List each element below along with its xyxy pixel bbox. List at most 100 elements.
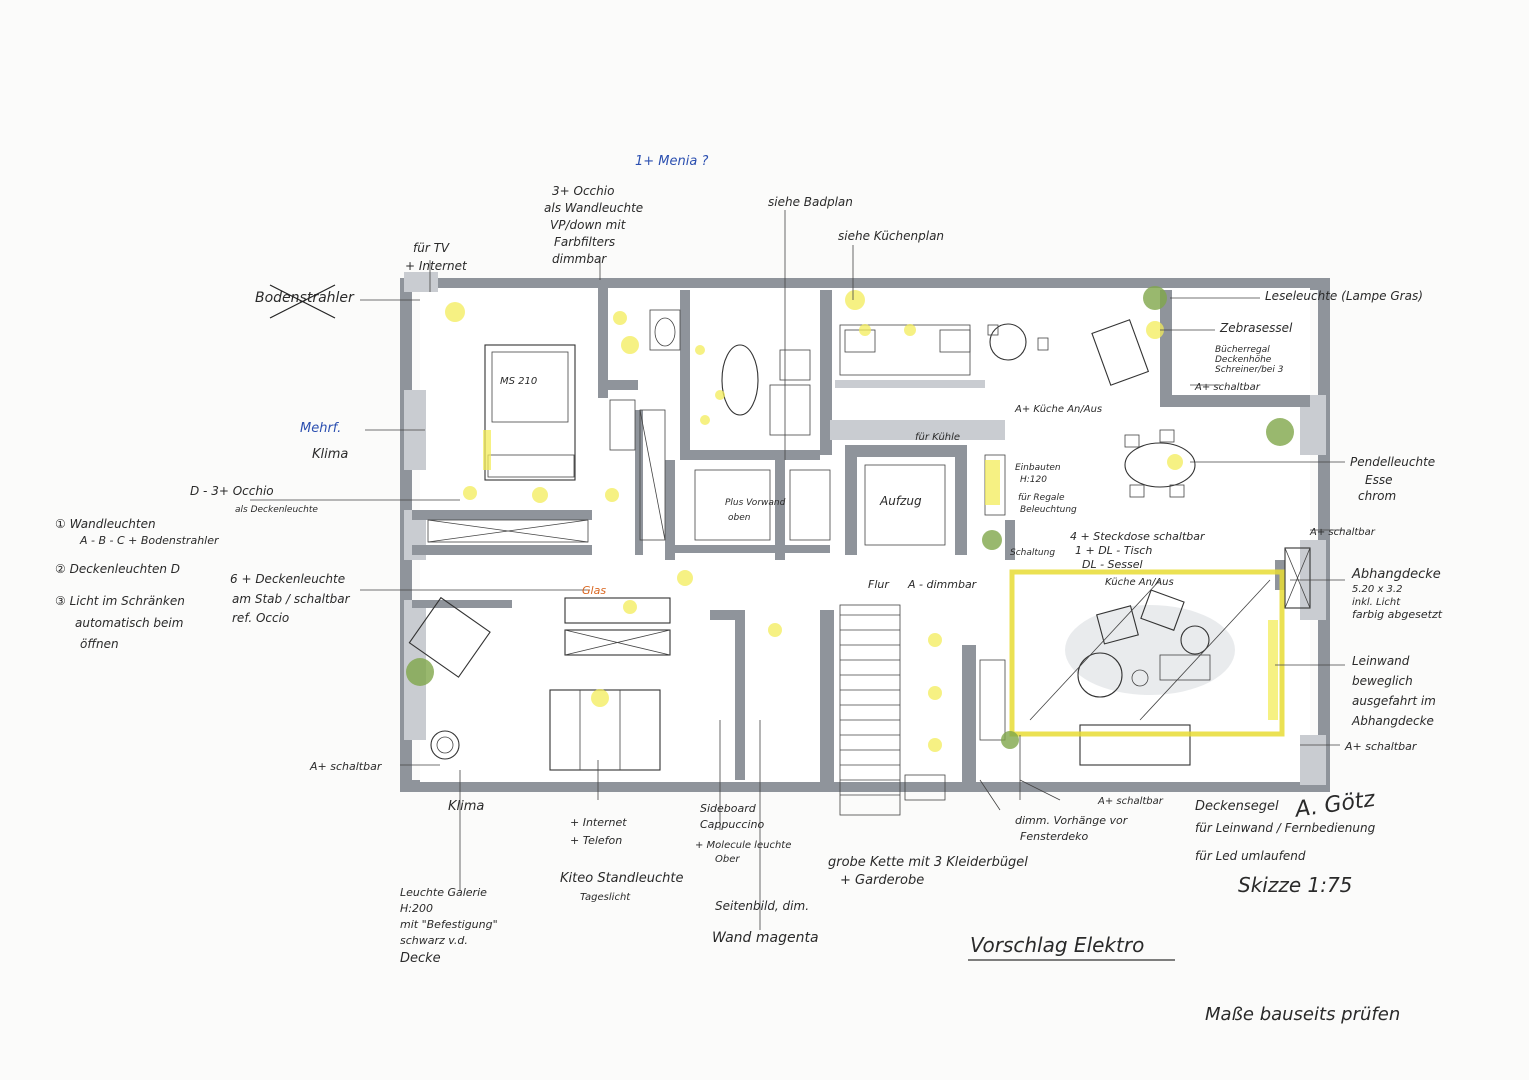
scale-note: Skizze 1:75 <box>1238 873 1352 897</box>
label-flur: Flur <box>868 578 890 591</box>
label-einbauten-b: H:120 <box>1020 475 1047 485</box>
label-leseleuchte: Leseleuchte (Lampe Gras) <box>1265 289 1423 303</box>
label-schaltbar-5: A+ schaltbar <box>1097 796 1164 807</box>
label-schaltbar-2: A+ schaltbar <box>1309 527 1376 538</box>
label-occhio-c: VP/down mit <box>550 218 627 232</box>
label-kuechenplan: siehe Küchenplan <box>838 229 944 243</box>
label-bad-vorwand: Plus Vorwand <box>725 498 786 508</box>
legend-3c: öffnen <box>80 637 119 651</box>
furniture <box>408 309 1311 801</box>
label-menia: 1+ Menia ? <box>635 154 708 169</box>
label-tv: für TV <box>413 241 450 255</box>
label-schaltung: Schaltung <box>1010 548 1055 558</box>
interior-walls <box>412 278 1285 790</box>
label-galerie-c: mit "Befestigung" <box>400 918 498 931</box>
label-abhangdecke-b: 5.20 x 3.2 <box>1352 584 1402 595</box>
label-steckdose-b: 1 + DL - Tisch <box>1075 544 1152 557</box>
legend-3b: automatisch beim <box>75 616 183 630</box>
label-sideboard-b: Cappuccino <box>700 818 764 831</box>
label-steckdose-c: DL - Sessel <box>1082 558 1143 571</box>
label-einbauten-d: Beleuchtung <box>1020 505 1077 515</box>
label-occhio-d: Farbfilters <box>554 235 615 249</box>
label-aufzug: Aufzug <box>879 494 922 508</box>
label-garderobe: + Garderobe <box>840 873 924 888</box>
label-bodenstrahler: Bodenstrahler <box>255 290 355 306</box>
label-sideboard-d: Ober <box>715 854 740 865</box>
legend-3: ③ Licht im Schränken <box>55 594 185 608</box>
label-fuer-kuehle: für Kühle <box>915 432 960 443</box>
label-leinwand-a: Leinwand <box>1352 654 1410 668</box>
plants <box>406 286 1294 749</box>
label-bad-oben: oben <box>728 513 751 523</box>
label-occio: ref. Occio <box>232 611 289 625</box>
label-galerie-b: H:200 <box>400 902 433 915</box>
label-abhangdecke-a: Abhangdecke <box>1351 567 1441 582</box>
label-magenta: Wand magenta <box>712 930 819 946</box>
label-schaltbar-3: A+ schaltbar <box>1344 740 1418 753</box>
plan-title: Vorschlag Elektro <box>970 933 1144 957</box>
label-galerie-e: Decke <box>400 951 441 966</box>
label-occhio-e: dimmbar <box>552 252 607 266</box>
label-seitenbild: Seitenbild, dim. <box>715 899 809 913</box>
label-abhangdecke-d: farbig abgesetzt <box>1352 608 1443 621</box>
label-kueche-anaus: A+ Küche An/Aus <box>1014 404 1102 415</box>
label-mehrf: Mehrf. <box>300 421 341 436</box>
legend-1b: A - B - C + Bodenstrahler <box>79 534 220 547</box>
label-esse-b: chrom <box>1358 489 1396 503</box>
label-einbauten-c: für Regale <box>1018 493 1065 503</box>
label-pendelleuchte: Pendelleuchte <box>1350 455 1435 469</box>
label-leinwand-b: beweglich <box>1352 674 1413 688</box>
label-deckensegel: Deckensegel <box>1195 799 1279 814</box>
label-kueche-anaus-2: Küche An/Aus <box>1105 577 1174 588</box>
signature: A. Götz <box>1292 787 1377 823</box>
label-led: für Led umlaufend <box>1195 849 1306 863</box>
label-badplan: siehe Badplan <box>768 195 853 209</box>
title-block: Vorschlag Elektro Skizze 1:75 A. Götz Ma… <box>968 787 1400 1025</box>
label-klima-1: Klima <box>312 447 348 462</box>
label-internet-2: + Internet <box>570 816 627 829</box>
label-leinwand-c: ausgefahrt im <box>1352 694 1436 708</box>
label-flur-dimm: A - dimmbar <box>907 578 978 591</box>
label-kette: grobe Kette mit 3 Kleiderbügel <box>828 855 1028 870</box>
label-internet: + Internet <box>405 259 468 273</box>
label-leinwand-fern: für Leinwand / Fernbedienung <box>1195 821 1376 835</box>
label-buecherregal-a: Bücherregal <box>1215 345 1270 355</box>
label-steckdose-a: 4 + Steckdose schaltbar <box>1070 530 1206 543</box>
label-ms: MS 210 <box>500 376 537 387</box>
label-esse-a: Esse <box>1365 473 1392 487</box>
label-fensterdeko: Fensterdeko <box>1020 830 1089 843</box>
label-abhangdecke-c: inkl. Licht <box>1352 597 1401 608</box>
label-am-stab: am Stab / schaltbar <box>232 592 351 606</box>
label-sideboard-a: Sideboard <box>700 802 757 815</box>
label-telefon: + Telefon <box>570 834 622 847</box>
label-einbauten-a: Einbauten <box>1015 463 1061 473</box>
label-buecherregal-b: Deckenhöhe <box>1215 355 1272 365</box>
label-klima-2: Klima <box>448 799 484 814</box>
label-occhio-b: als Wandleuchte <box>544 201 643 215</box>
leader-lines <box>250 210 1345 930</box>
label-dimm-vor: dimm. Vorhänge vor <box>1015 814 1129 827</box>
label-schaltbar-1: A+ schaltbar <box>1194 382 1261 393</box>
label-kiteo: Kiteo Standleuchte <box>560 871 683 886</box>
label-sideboard-c: + Molecule leuchte <box>695 840 791 851</box>
ceiling-outline <box>1009 569 1285 737</box>
annotations: Bodenstrahler für TV + Internet 1+ Menia… <box>55 154 1443 966</box>
label-deckenleuchte: 6 + Deckenleuchte <box>230 572 345 586</box>
light-highlights <box>445 290 1278 752</box>
label-buecherregal-c: Schreiner/bei 3 <box>1215 365 1284 375</box>
label-glas: Glas <box>582 584 606 597</box>
legend-1: ① Wandleuchten <box>55 517 156 531</box>
label-galerie-a: Leuchte Galerie <box>400 886 487 899</box>
label-leinwand-d: Abhangdecke <box>1351 714 1434 728</box>
label-occhio-a: 3+ Occhio <box>552 184 614 198</box>
staircase <box>839 604 901 816</box>
legend-2: ② Deckenleuchten D <box>55 562 180 576</box>
bottom-note: Maße bauseits prüfen <box>1205 1004 1400 1025</box>
label-tageslicht: Tageslicht <box>580 892 631 903</box>
label-galerie-d: schwarz v.d. <box>400 934 468 947</box>
label-deckenleuchte-small: als Deckenleuchte <box>235 505 318 515</box>
label-zebrasessel: Zebrasessel <box>1219 321 1293 335</box>
label-occhio2: D - 3+ Occhio <box>190 484 274 498</box>
label-schaltbar-4: A+ schaltbar <box>309 760 383 773</box>
